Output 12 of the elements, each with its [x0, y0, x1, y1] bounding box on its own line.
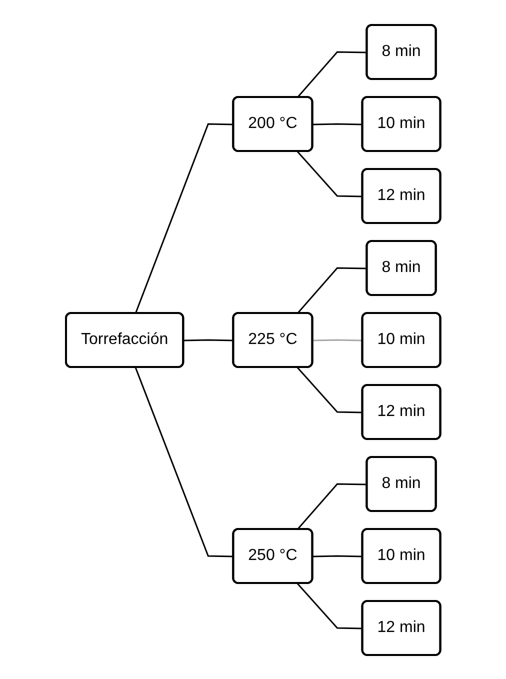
connector [312, 122, 363, 125]
connector [296, 582, 363, 629]
connector [296, 366, 363, 413]
connector [296, 482, 368, 530]
connector [296, 266, 368, 314]
connector [296, 50, 368, 98]
connector [184, 338, 234, 341]
connector [312, 338, 363, 341]
connector [134, 122, 234, 314]
connector [134, 366, 234, 557]
connector [296, 150, 363, 197]
connector [312, 554, 363, 557]
